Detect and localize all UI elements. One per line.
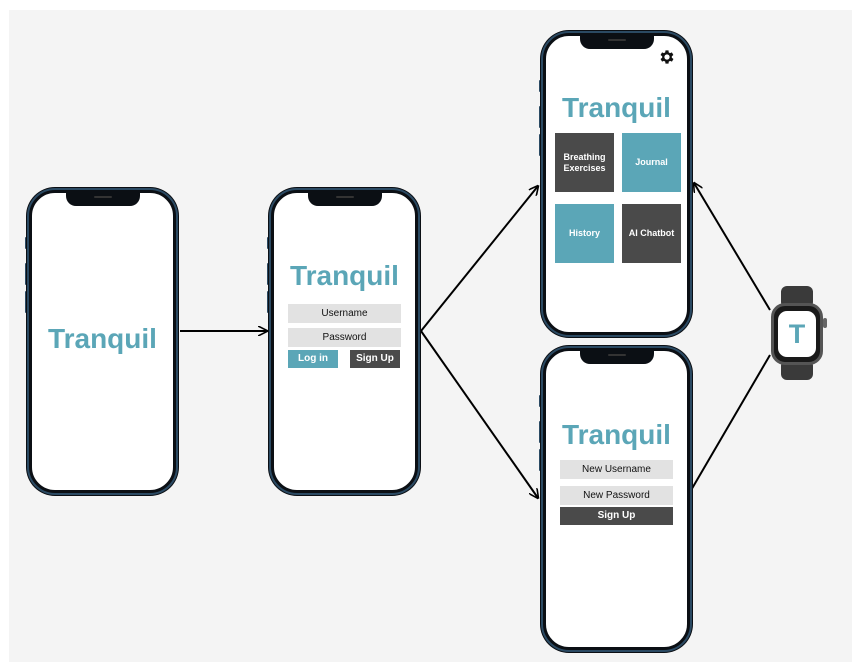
- phone-side-button: [267, 237, 270, 249]
- login-title: Tranquil: [290, 260, 399, 291]
- signup-submit-button[interactable]: Sign Up: [560, 507, 673, 525]
- phone-side-button: [539, 106, 542, 128]
- phone-notch: [579, 36, 654, 49]
- watch-strap-top: [781, 286, 813, 308]
- tile-history[interactable]: History: [555, 204, 614, 263]
- splash-title: Tranquil: [48, 323, 157, 354]
- tile-ai-chatbot[interactable]: AI Chatbot: [622, 204, 681, 263]
- watch-face: T: [778, 311, 816, 357]
- phone-side-button: [25, 263, 28, 285]
- watch-crown: [823, 318, 827, 328]
- home-title: Tranquil: [562, 92, 671, 123]
- phone-side-button: [539, 395, 542, 407]
- phone-notch: [65, 193, 140, 206]
- phone-splash-screen: Tranquil: [29, 190, 176, 493]
- phone-side-button: [539, 134, 542, 156]
- phone-notch: [579, 351, 654, 364]
- gear-icon[interactable]: [658, 48, 676, 66]
- watch-strap-bottom: [781, 360, 813, 380]
- phone-notch: [307, 193, 382, 206]
- signup-button[interactable]: Sign Up: [350, 350, 400, 368]
- new-username-field[interactable]: New Username: [560, 460, 673, 479]
- phone-side-button: [25, 237, 28, 249]
- username-field[interactable]: Username: [288, 304, 401, 323]
- tile-journal[interactable]: Journal: [622, 133, 681, 192]
- smartwatch: T: [771, 303, 823, 365]
- password-field[interactable]: Password: [288, 328, 401, 347]
- phone-side-button: [539, 80, 542, 92]
- phone-side-button: [267, 263, 270, 285]
- arrow-watch-to-home: [694, 183, 771, 311]
- arrow-login-to-signup: [420, 330, 538, 498]
- phone-signup-screen: Tranquil New Username New Password Sign …: [543, 348, 690, 650]
- tile-breathing-exercises[interactable]: Breathing Exercises: [555, 133, 614, 192]
- phone-side-button: [267, 291, 270, 313]
- phone-side-button: [539, 449, 542, 471]
- phone-side-button: [25, 291, 28, 313]
- phone-login-screen: Tranquil Username Password Log in Sign U…: [271, 190, 418, 493]
- arrow-signup-to-watch: [689, 354, 771, 493]
- arrow-login-to-home: [420, 186, 538, 332]
- phone-side-button: [539, 421, 542, 443]
- new-password-field[interactable]: New Password: [560, 486, 673, 505]
- phone-home-screen: Tranquil Breathing Exercises Journal His…: [543, 33, 690, 335]
- login-button[interactable]: Log in: [288, 350, 338, 368]
- signup-title: Tranquil: [562, 419, 671, 450]
